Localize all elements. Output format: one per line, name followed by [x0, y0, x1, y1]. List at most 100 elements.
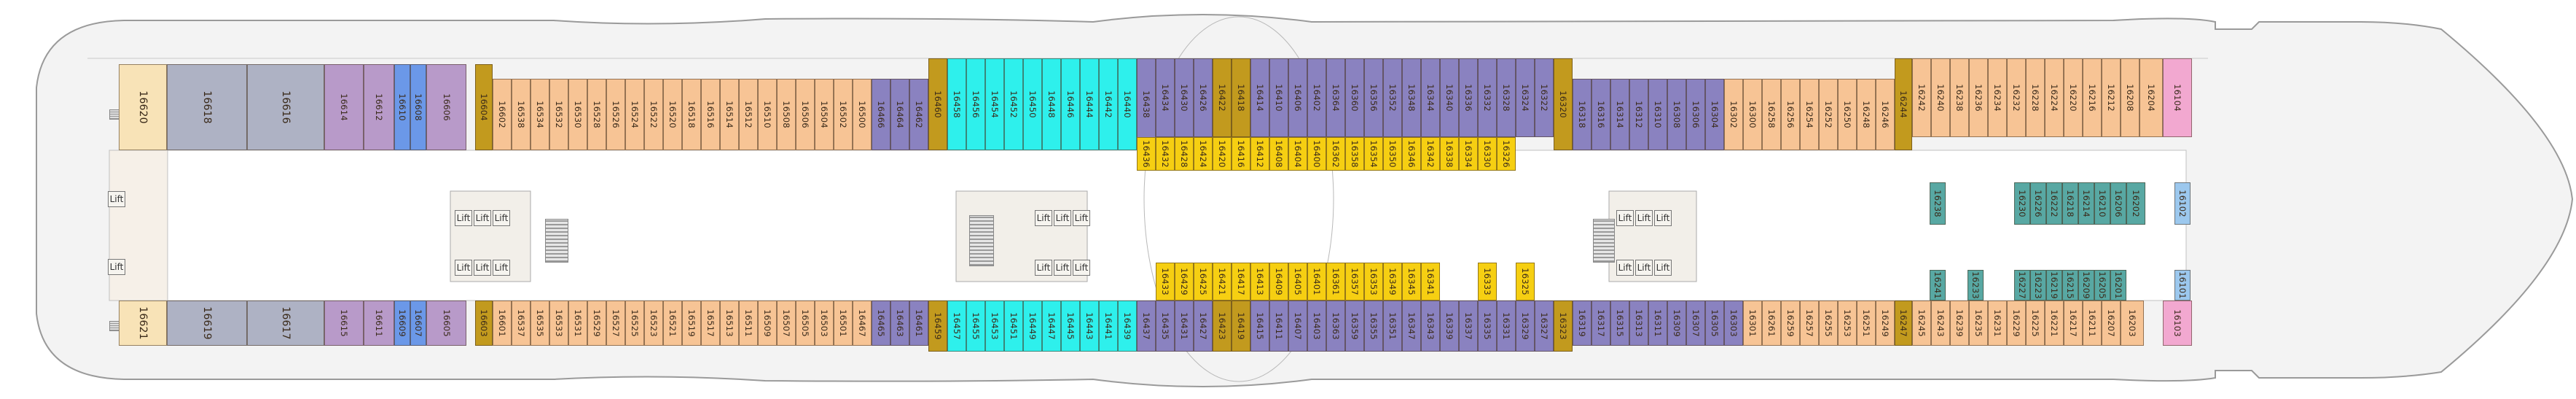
cabin-16218[interactable]: 16218 — [2062, 182, 2078, 225]
cabin-16530[interactable]: 16530 — [568, 79, 587, 150]
cabin-16216[interactable]: 16216 — [2083, 58, 2102, 137]
cabin-16336[interactable]: 16336 — [1459, 58, 1478, 137]
cabin-16463[interactable]: 16463 — [890, 301, 909, 346]
cabin-16301[interactable]: 16301 — [1743, 301, 1762, 346]
cabin-16257[interactable]: 16257 — [1800, 301, 1819, 346]
cabin-16464[interactable]: 16464 — [890, 79, 909, 150]
cabin-16364[interactable]: 16364 — [1326, 58, 1345, 137]
lift-3[interactable]: Lift — [455, 260, 472, 276]
cabin-16410[interactable]: 16410 — [1269, 58, 1288, 137]
cabin-16219[interactable]: 16219 — [2046, 270, 2062, 301]
cabin-16434[interactable]: 16434 — [1156, 58, 1175, 137]
cabin-16347[interactable]: 16347 — [1402, 301, 1421, 352]
cabin-16251[interactable]: 16251 — [1857, 301, 1876, 346]
cabin-16341[interactable]: 16341 — [1421, 263, 1440, 301]
cabin-16449[interactable]: 16449 — [1023, 301, 1042, 352]
cabin-16245[interactable]: 16245 — [1912, 301, 1931, 346]
cabin-16231[interactable]: 16231 — [1988, 301, 2007, 346]
cabin-16207[interactable]: 16207 — [2102, 301, 2121, 346]
cabin-16419[interactable]: 16419 — [1232, 301, 1250, 352]
cabin-16214[interactable]: 16214 — [2078, 182, 2094, 225]
cabin-16450[interactable]: 16450 — [1023, 58, 1042, 150]
cabin-16457[interactable]: 16457 — [947, 301, 966, 352]
cabin-16201[interactable]: 16201 — [2110, 270, 2126, 301]
cabin-16519[interactable]: 16519 — [682, 301, 701, 346]
cabin-16603[interactable]: 16603 — [475, 301, 493, 346]
cabin-16246[interactable]: 16246 — [1876, 79, 1895, 150]
cabin-16409[interactable]: 16409 — [1269, 263, 1288, 301]
cabin-16238[interactable]: 16238 — [1950, 58, 1969, 137]
cabin-16320[interactable]: 16320 — [1554, 58, 1573, 150]
cabin-16615[interactable]: 16615 — [324, 301, 364, 346]
cabin-16459[interactable]: 16459 — [928, 301, 947, 352]
cabin-16363[interactable]: 16363 — [1326, 301, 1345, 352]
cabin-16403[interactable]: 16403 — [1307, 301, 1326, 352]
cabin-16255[interactable]: 16255 — [1819, 301, 1838, 346]
cabin-16510[interactable]: 16510 — [758, 79, 777, 150]
cabin-16608[interactable]: 16608 — [410, 64, 426, 150]
cabin-16400[interactable]: 16400 — [1307, 137, 1326, 171]
cabin-16256[interactable]: 16256 — [1781, 79, 1800, 150]
cabin-16309[interactable]: 16309 — [1667, 301, 1686, 346]
cabin-16423[interactable]: 16423 — [1213, 301, 1232, 352]
cabin-16517[interactable]: 16517 — [701, 301, 720, 346]
cabin-16322[interactable]: 16322 — [1535, 58, 1554, 137]
cabin-16333[interactable]: 16333 — [1478, 263, 1497, 301]
cabin-16507[interactable]: 16507 — [777, 301, 796, 346]
cabin-16526[interactable]: 16526 — [606, 79, 625, 150]
cabin-16202[interactable]: 16202 — [2126, 182, 2145, 225]
cabin-16210[interactable]: 16210 — [2094, 182, 2110, 225]
cabin-16455[interactable]: 16455 — [966, 301, 985, 352]
cabin-16508[interactable]: 16508 — [777, 79, 796, 150]
cabin-16425[interactable]: 16425 — [1194, 263, 1213, 301]
cabin-16424[interactable]: 16424 — [1194, 137, 1213, 171]
cabin-16607[interactable]: 16607 — [410, 301, 426, 346]
cabin-16234[interactable]: 16234 — [1988, 58, 2007, 137]
cabin-16221[interactable]: 16221 — [2045, 301, 2064, 346]
cabin-16611[interactable]: 16611 — [364, 301, 394, 346]
cabin-16211[interactable]: 16211 — [2083, 301, 2102, 346]
cabin-16337[interactable]: 16337 — [1459, 301, 1478, 352]
cabin-16318[interactable]: 16318 — [1573, 79, 1592, 150]
cabin-16232[interactable]: 16232 — [2007, 58, 2026, 137]
cabin-16227[interactable]: 16227 — [2014, 270, 2030, 301]
cabin-16529[interactable]: 16529 — [587, 301, 606, 346]
cabin-16467[interactable]: 16467 — [853, 301, 872, 346]
lift-16[interactable]: Lift — [1635, 260, 1653, 276]
cabin-16331[interactable]: 16331 — [1497, 301, 1516, 352]
cabin-16435[interactable]: 16435 — [1156, 301, 1175, 352]
cabin-16466[interactable]: 16466 — [872, 79, 890, 150]
cabin-16511[interactable]: 16511 — [739, 301, 758, 346]
cabin-16427[interactable]: 16427 — [1194, 301, 1213, 352]
lift-17[interactable]: Lift — [1654, 260, 1672, 276]
cabin-16203[interactable]: 16203 — [2121, 301, 2144, 346]
cabin-16240[interactable]: 16240 — [1931, 58, 1950, 137]
cabin-16306[interactable]: 16306 — [1686, 79, 1705, 150]
cabin-16323[interactable]: 16323 — [1554, 301, 1573, 352]
cabin-16317[interactable]: 16317 — [1592, 301, 1610, 346]
cabin-16458[interactable]: 16458 — [947, 58, 966, 150]
cabin-16101[interactable]: 16101 — [2174, 270, 2191, 301]
cabin-16354[interactable]: 16354 — [1364, 137, 1383, 171]
cabin-16241[interactable]: 16241 — [1930, 270, 1946, 301]
cabin-16261[interactable]: 16261 — [1762, 301, 1781, 346]
cabin-16602[interactable]: 16602 — [493, 79, 512, 150]
cabin-16303[interactable]: 16303 — [1724, 301, 1743, 346]
cabin-16436[interactable]: 16436 — [1137, 137, 1156, 171]
cabin-16252[interactable]: 16252 — [1819, 79, 1838, 150]
cabin-16460[interactable]: 16460 — [928, 58, 947, 150]
cabin-16103[interactable]: 16103 — [2163, 301, 2192, 346]
cabin-16351[interactable]: 16351 — [1383, 301, 1402, 352]
cabin-16206[interactable]: 16206 — [2110, 182, 2126, 225]
cabin-16217[interactable]: 16217 — [2064, 301, 2083, 346]
cabin-16620[interactable]: 16620 — [119, 64, 167, 150]
cabin-16355[interactable]: 16355 — [1364, 301, 1383, 352]
cabin-16334[interactable]: 16334 — [1459, 137, 1478, 171]
lift-1[interactable]: Lift — [474, 210, 491, 226]
cabin-16522[interactable]: 16522 — [644, 79, 663, 150]
cabin-16229[interactable]: 16229 — [2007, 301, 2026, 346]
cabin-16338[interactable]: 16338 — [1440, 137, 1459, 171]
lift-11[interactable]: Lift — [1073, 260, 1090, 276]
cabin-16440[interactable]: 16440 — [1118, 58, 1137, 150]
cabin-16525[interactable]: 16525 — [625, 301, 644, 346]
